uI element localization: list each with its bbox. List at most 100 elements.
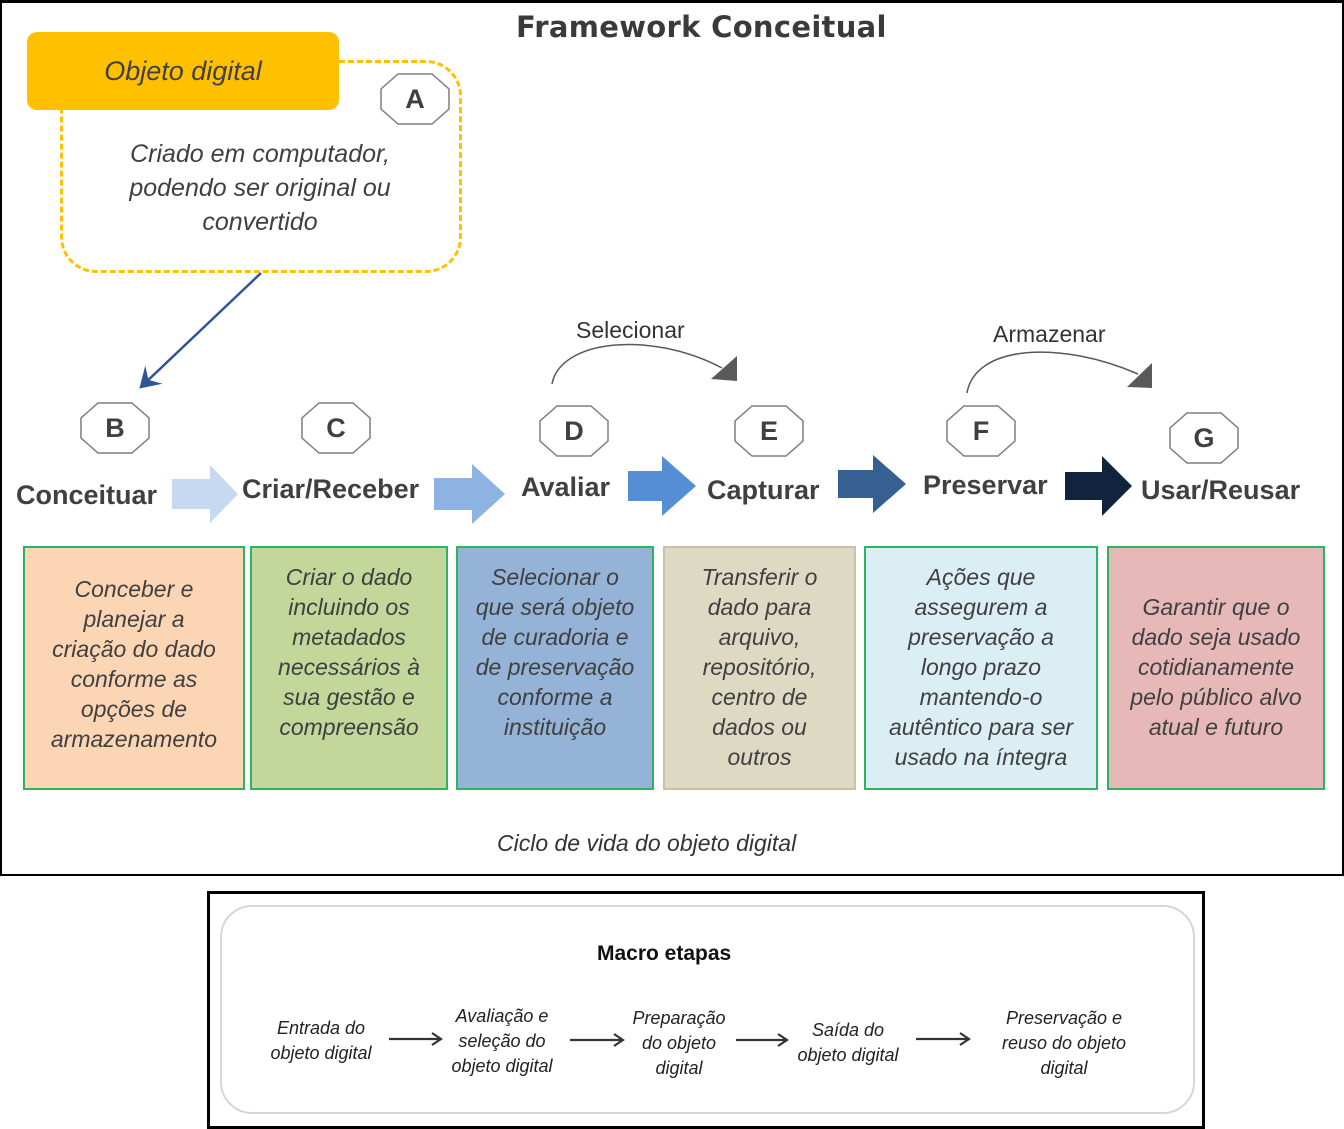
macro-step-line: Preparação	[632, 1008, 726, 1028]
selecionar-label: Selecionar	[576, 317, 685, 343]
card-line: conforme as	[70, 666, 198, 692]
macro-stages-title: Macro etapas	[597, 942, 732, 965]
octagon-icon	[1169, 412, 1239, 464]
macro-step-preparacao: Preparação do objeto digital	[620, 1006, 738, 1081]
lifecycle-caption: Ciclo de vida do objeto digital	[497, 830, 797, 856]
card-line: planejar a	[83, 606, 185, 632]
card-line: arquivo,	[718, 624, 801, 650]
card-line: criação do dado	[52, 636, 216, 662]
card-line: dado para	[707, 594, 812, 620]
card-line: centro de	[711, 684, 808, 710]
card-line: longo prazo	[920, 654, 1042, 680]
flow-arrow-3	[628, 456, 696, 516]
stage-label-capturar: Capturar	[707, 475, 820, 505]
card-line: dados ou	[712, 714, 807, 740]
card-line: que será objeto	[475, 594, 635, 620]
stage-card-capturar: Transferir o dado para arquivo, repositó…	[663, 546, 856, 790]
desc-line: Criado em computador,	[130, 140, 390, 168]
step-badge-d: D	[539, 405, 609, 457]
flow-arrow-1	[172, 465, 238, 523]
macro-step-line: Saída do	[811, 1020, 885, 1040]
card-line: compreensão	[279, 714, 419, 740]
octagon-icon	[301, 402, 371, 454]
macro-step-line: digital	[1040, 1058, 1088, 1078]
macro-step-line: objeto digital	[270, 1043, 372, 1063]
card-line: necessários à	[278, 654, 420, 680]
card-line: opções de	[80, 696, 188, 722]
octagon-icon	[946, 405, 1016, 457]
digital-object-tag-label: Objeto digital	[104, 55, 262, 86]
stage-card-avaliar: Selecionar o que será objeto de curadori…	[456, 546, 654, 790]
macro-step-line: seleção do	[458, 1031, 546, 1051]
step-badge-a: A	[380, 73, 450, 125]
macro-step-line: objeto digital	[797, 1045, 899, 1065]
step-letter: A	[405, 83, 425, 114]
card-line: mantendo-o	[919, 684, 1043, 710]
flow-arrow-2	[434, 464, 505, 524]
stage-label-conceituar: Conceituar	[16, 480, 158, 510]
card-line: incluindo os	[288, 594, 410, 620]
stage-label-usar-reusar: Usar/Reusar	[1141, 475, 1301, 505]
card-line: cotidianamente	[1138, 654, 1294, 680]
stage-card-usar-reusar: Garantir que o dado seja usado cotidiana…	[1107, 546, 1325, 790]
macro-step-line: Avaliação e	[455, 1006, 549, 1026]
step-badge-g: G	[1169, 412, 1239, 464]
step-badge-f: F	[946, 405, 1016, 457]
card-line: preservação a	[908, 624, 1054, 650]
macro-step-avaliacao: Avaliação e seleção do objeto digital	[436, 1004, 568, 1079]
card-line: Ações que	[926, 564, 1036, 590]
step-letter: G	[1193, 422, 1215, 453]
digital-object-description: Criado em computador, podendo ser origin…	[100, 137, 420, 239]
card-line: de curadoria e	[481, 624, 629, 650]
macro-stages-frame	[207, 891, 1205, 1129]
card-line: instituição	[503, 714, 607, 740]
card-line: assegurem a	[914, 594, 1048, 620]
card-line: repositório,	[702, 654, 817, 680]
connectors-layer	[139, 272, 1152, 524]
flow-arrow-4	[838, 455, 906, 513]
step-letter: C	[326, 412, 346, 443]
octagon-icon	[539, 405, 609, 457]
macro-step-line: Entrada do	[276, 1018, 366, 1038]
step-letter: B	[105, 412, 125, 443]
macro-step-saida: Saída do objeto digital	[783, 1018, 913, 1068]
stage-card-criar-receber: Criar o dado incluindo os metadados nece…	[250, 546, 448, 790]
card-line: sua gestão e	[283, 684, 415, 710]
armazenar-curve	[966, 351, 1139, 394]
diagram-title: Framework Conceitual	[516, 10, 887, 44]
card-line: Transferir o	[701, 564, 818, 590]
step-badge-b: B	[80, 402, 150, 454]
card-line: autêntico para ser	[888, 714, 1074, 740]
macro-step-preservacao: Preservação e reuso do objeto digital	[988, 1006, 1140, 1081]
step-letter: F	[972, 415, 990, 446]
selecionar-arrowhead-icon	[711, 356, 737, 381]
desc-line: podendo ser original ou	[129, 174, 391, 202]
stage-card-preservar: Ações que assegurem a preservação a long…	[864, 546, 1098, 790]
digital-object-to-conceituar-arrow	[139, 272, 262, 389]
octagon-icon	[80, 402, 150, 454]
step-badge-e: E	[734, 405, 804, 457]
macro-step-line: do objeto	[641, 1033, 717, 1053]
card-line: metadados	[292, 624, 406, 650]
step-letter: E	[759, 415, 778, 446]
card-line: Selecionar o	[491, 564, 619, 590]
macro-step-entrada: Entrada do objeto digital	[256, 1016, 386, 1066]
desc-line: convertido	[202, 208, 318, 236]
card-line: Conceber e	[74, 576, 194, 602]
armazenar-label: Armazenar	[993, 321, 1106, 347]
card-line: dado seja usado	[1131, 624, 1301, 650]
octagon-icon	[380, 73, 450, 125]
selecionar-curve	[551, 343, 723, 385]
stage-label-preservar: Preservar	[923, 470, 1048, 500]
macro-step-line: Preservação e	[1005, 1008, 1123, 1028]
step-letter: D	[564, 415, 584, 446]
card-line: conforme a	[497, 684, 613, 710]
step-badge-c: C	[301, 402, 371, 454]
card-line: pelo público alvo	[1130, 684, 1302, 710]
flow-arrow-5	[1065, 456, 1132, 516]
card-line: outros	[727, 744, 792, 770]
octagon-icon	[734, 405, 804, 457]
macro-step-line: objeto digital	[451, 1056, 553, 1076]
stage-card-conceituar: Conceber e planejar a criação do dado co…	[23, 546, 245, 790]
card-line: Criar o dado	[285, 564, 413, 590]
